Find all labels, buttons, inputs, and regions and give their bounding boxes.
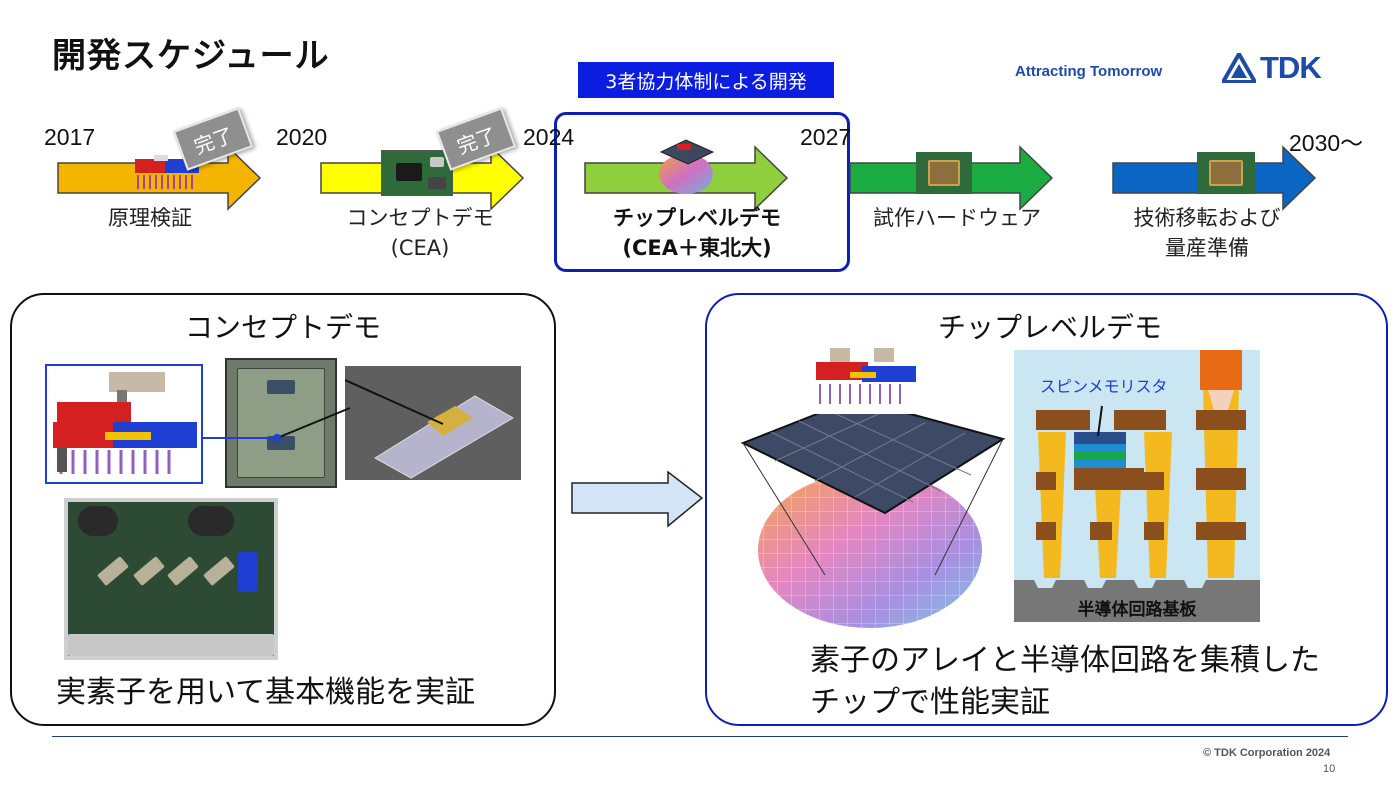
phase-4-label-line: 試作ハードウェア bbox=[873, 206, 1041, 230]
connector-lines bbox=[203, 407, 351, 442]
phase-4-chip-icon bbox=[916, 152, 972, 194]
logo-text: TDK bbox=[1260, 50, 1322, 85]
concept-demo-caption: 実素子を用いて基本機能を実証 bbox=[56, 675, 476, 710]
collaboration-frame bbox=[554, 112, 850, 272]
footer-divider bbox=[52, 736, 1348, 737]
phase-5-chip-icon bbox=[1197, 152, 1255, 194]
year-2017: 2017 bbox=[44, 124, 96, 150]
chip-level-caption-line-1: 素子のアレイと半導体回路を集積した bbox=[810, 643, 1320, 678]
phase-5-label-line-1: 技術移転および bbox=[1133, 206, 1281, 230]
device-inset bbox=[810, 344, 920, 414]
packaged-chip-photo bbox=[344, 366, 521, 480]
tdk-logo: TDK bbox=[1222, 50, 1322, 86]
phase-1-label-line: 原理検証 bbox=[108, 206, 192, 230]
tdk-logo-icon bbox=[1222, 53, 1256, 83]
phase-4-label: 試作ハードウェア bbox=[862, 203, 1052, 233]
year-2024: 2024 bbox=[523, 124, 575, 150]
transition-arrow bbox=[571, 470, 704, 528]
phase-2-label-line-1: コンセプトデモ bbox=[346, 206, 494, 230]
chip-level-demo-caption: 素子のアレイと半導体回路を集積した チップで性能実証 bbox=[810, 640, 1320, 724]
copyright: © TDK Corporation 2024 bbox=[1203, 747, 1331, 759]
tagline: Attracting Tomorrow bbox=[1015, 63, 1163, 80]
wafer-array-illustration bbox=[735, 385, 1010, 635]
collaboration-label: 3者協力体制による開発 bbox=[578, 62, 834, 98]
page-title: 開発スケジュール bbox=[52, 36, 330, 76]
chip-level-caption-line-2: チップで性能実証 bbox=[810, 685, 1050, 720]
phase-2-board-icon bbox=[381, 150, 453, 196]
year-2030: 2030～ bbox=[1289, 130, 1364, 156]
phase-3-label-line-1: チップレベルデモ bbox=[613, 206, 781, 230]
phase-5-label-line-2: 量産準備 bbox=[1165, 236, 1249, 260]
phase-2-label-line-2: (CEA) bbox=[390, 236, 450, 260]
substrate-label: 半導体回路基板 bbox=[1077, 600, 1197, 620]
device-diagram bbox=[45, 364, 203, 484]
memristor-label: スピンメモリスタ bbox=[1040, 377, 1168, 396]
year-2027: 2027 bbox=[800, 124, 852, 150]
evaluation-board-photo bbox=[64, 498, 278, 660]
phase-3-label-line-2: (CEA＋東北大) bbox=[622, 236, 772, 260]
year-2020: 2020 bbox=[276, 124, 328, 150]
cross-section-diagram bbox=[1014, 350, 1260, 622]
die-photo bbox=[225, 358, 337, 488]
phase-5-label: 技術移転および 量産準備 bbox=[1112, 203, 1302, 263]
page-number: 10 bbox=[1323, 763, 1336, 775]
concept-demo-title: コンセプトデモ bbox=[184, 311, 381, 344]
phase-2-label: コンセプトデモ (CEA) bbox=[335, 203, 505, 263]
phase-3-label: チップレベルデモ (CEA＋東北大) bbox=[592, 203, 802, 263]
phase-1-arrow bbox=[57, 145, 262, 211]
chip-level-demo-title: チップレベルデモ bbox=[937, 311, 1162, 344]
phase-1-label: 原理検証 bbox=[70, 203, 230, 233]
phase-3-wafer-icon bbox=[655, 138, 717, 196]
